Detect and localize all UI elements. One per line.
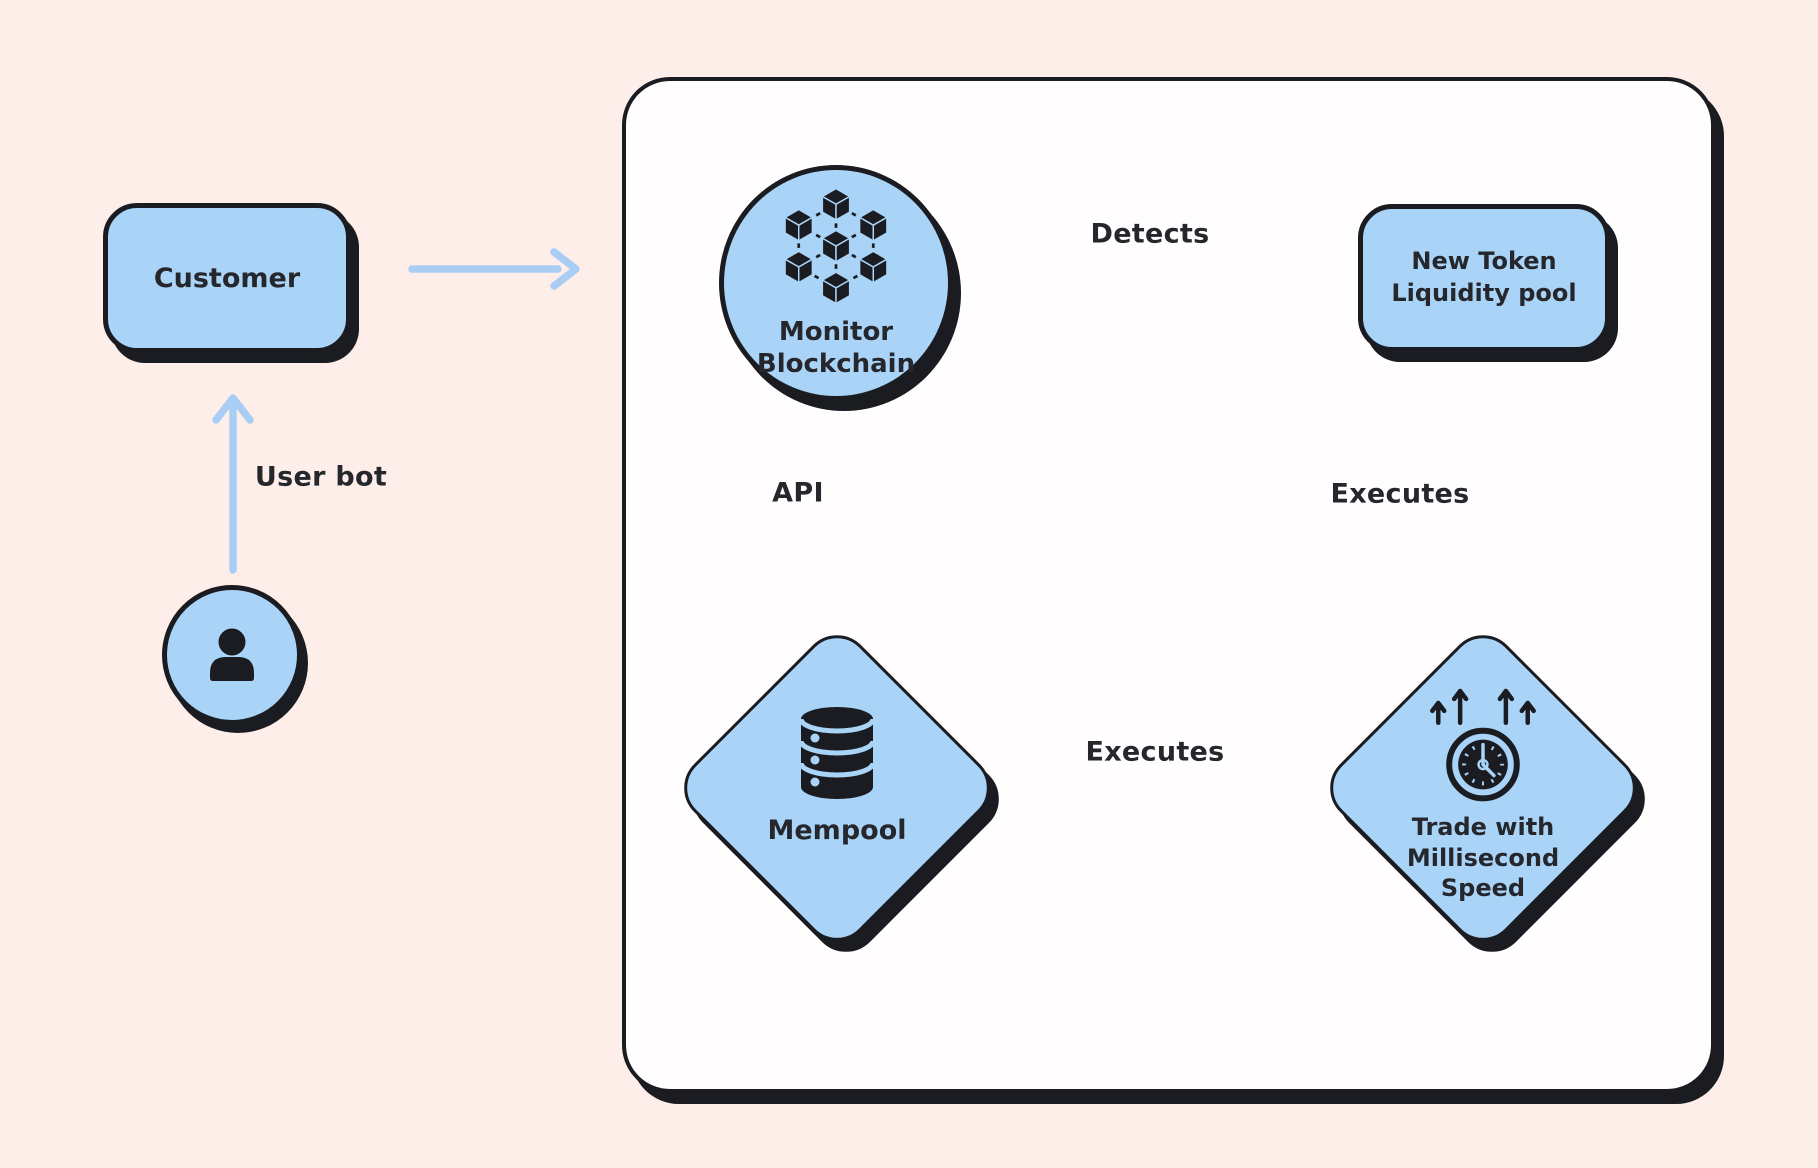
detects-label: Detects	[1090, 218, 1210, 250]
arrow-customer-to-panel	[408, 248, 580, 290]
blockchain-icon	[783, 188, 889, 306]
api-label: API	[772, 477, 824, 509]
user-avatar	[162, 585, 302, 725]
liquidity-pool-node: New Token Liquidity pool	[1358, 204, 1610, 352]
customer-label: Customer	[153, 262, 301, 294]
speed-clock-icon	[1430, 688, 1536, 802]
monitor-blockchain-node: Monitor Blockchain	[719, 165, 953, 401]
customer-node: Customer	[103, 203, 351, 353]
person-icon	[210, 628, 254, 681]
trade-speed-label: Trade with Millisecond Speed	[1406, 813, 1560, 902]
executes-right-label: Executes	[1330, 478, 1470, 510]
trade-speed-node: Trade with Millisecond Speed	[1316, 621, 1650, 955]
executes-bottom-label: Executes	[1085, 736, 1225, 768]
mempool-node: Mempool	[670, 621, 1004, 955]
monitor-blockchain-label: Monitor Blockchain	[756, 317, 916, 379]
arrow-userbot-to-customer	[212, 394, 254, 574]
database-icon	[798, 707, 876, 799]
mempool-label: Mempool	[767, 815, 907, 846]
user-bot-label: User bot	[254, 461, 388, 493]
